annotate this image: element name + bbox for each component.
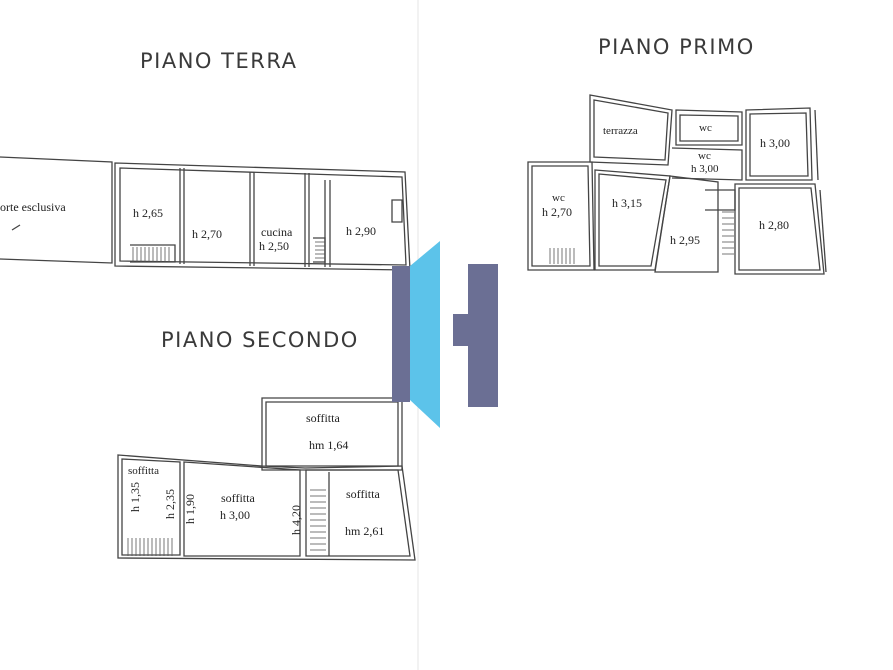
room-label-soffitta-left: soffitta (128, 465, 159, 477)
room-label-wc-left: wc (552, 192, 565, 204)
logo-dark-bar-right (468, 264, 498, 407)
piano-terra-stairs (132, 241, 325, 262)
piano-secondo-title: PIANO SECONDO (161, 328, 359, 352)
room-label-wc-left-height: h 2,70 (542, 205, 572, 219)
room-label-h135: h 1,35 (128, 482, 142, 512)
piano-primo-plan (527, 94, 827, 275)
piano-primo-title: PIANO PRIMO (598, 35, 755, 59)
logo-light-panel (410, 241, 440, 428)
room-label-soffitta-top: soffitta (306, 411, 340, 425)
room-label-primo-280: h 2,80 (759, 218, 789, 232)
logo-dark-bar-left (392, 266, 410, 402)
room-label-soffitta-mid-height: h 3,00 (220, 508, 250, 522)
watermark-logo (392, 241, 498, 428)
piano-secondo-plan (117, 397, 416, 561)
piano-terra-title: PIANO TERRA (140, 49, 298, 73)
room-label-wc-top: wc (699, 122, 712, 134)
room-label-soffitta-right-height: hm 2,61 (345, 524, 385, 538)
room-label-corte: orte esclusiva (0, 200, 66, 214)
room-label-terra-r1: h 2,65 (133, 206, 163, 220)
room-label-cucina: cucina (261, 225, 293, 239)
room-label-soffitta-right: soffitta (346, 487, 380, 501)
room-label-primo-315: h 3,15 (612, 196, 642, 210)
logo-dark-notch (453, 314, 468, 346)
room-label-soffitta-mid: soffitta (221, 491, 255, 505)
room-label-h420: h 4,20 (289, 505, 303, 535)
room-label-wc-mid-height: h 3,00 (691, 163, 719, 175)
room-label-terrazza: terrazza (603, 125, 638, 137)
room-label-terra-r2: h 2,70 (192, 227, 222, 241)
room-label-primo-295: h 2,95 (670, 233, 700, 247)
piano-primo-stairs (549, 211, 734, 264)
room-label-h190: h 1,90 (183, 494, 197, 524)
room-label-primo-300: h 3,00 (760, 136, 790, 150)
room-label-h235: h 2,35 (163, 489, 177, 519)
room-label-wc-mid: wc (698, 150, 711, 162)
room-label-cucina-height: h 2,50 (259, 239, 289, 253)
piano-secondo-stairs (127, 489, 326, 556)
room-label-terra-r4: h 2,90 (346, 224, 376, 238)
room-label-soffitta-top-height: hm 1,64 (309, 438, 349, 452)
